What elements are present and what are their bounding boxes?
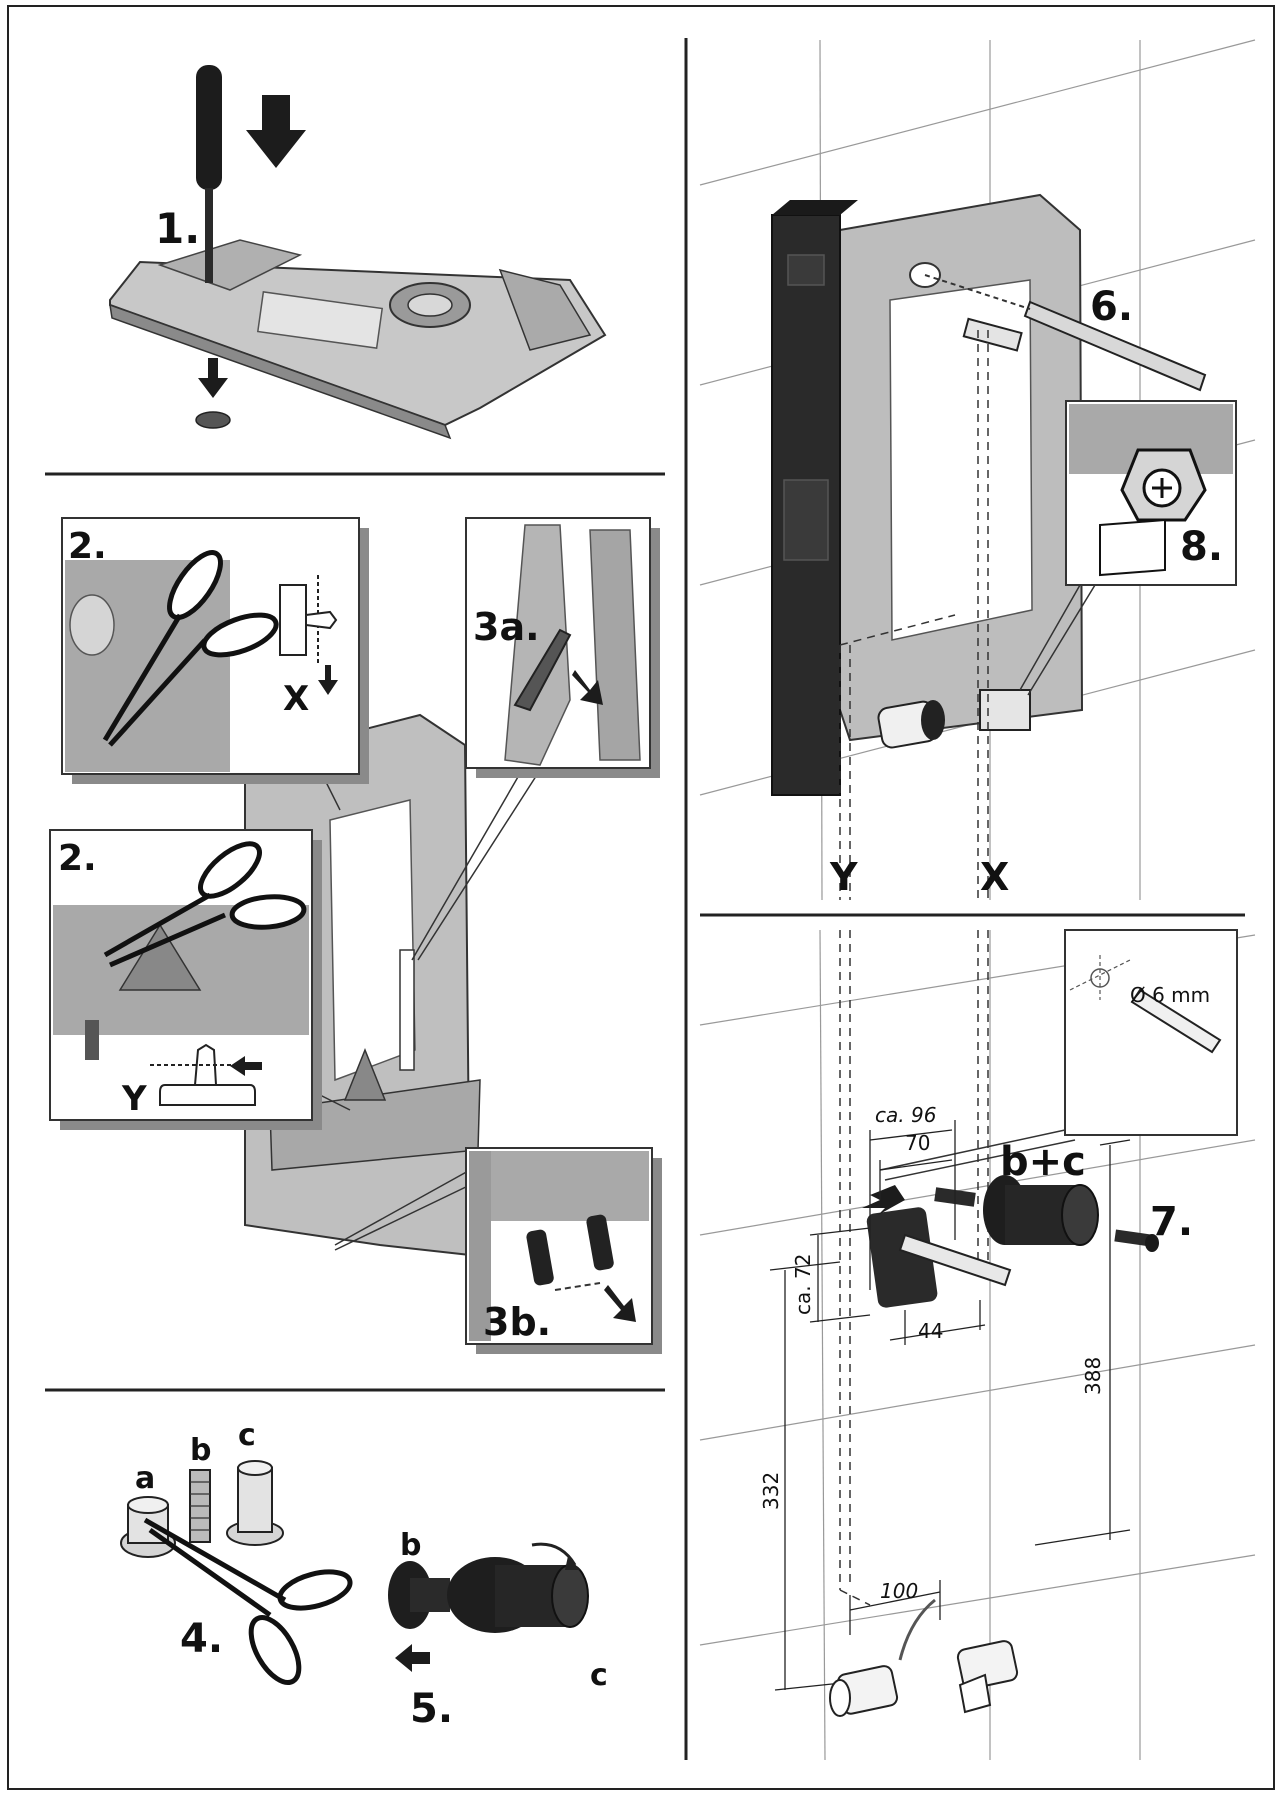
step-5-label: 5. bbox=[410, 1686, 453, 1732]
marker-x-axis: X bbox=[980, 855, 1009, 899]
part-c5-label: c bbox=[590, 1658, 608, 1693]
dim-ca72: ca. 72 bbox=[791, 1254, 815, 1315]
step-3a-label: 3a. bbox=[473, 605, 540, 649]
arrow-down-small bbox=[198, 358, 228, 398]
step-3b-label: 3b. bbox=[483, 1300, 551, 1344]
panel-step-1: 1. bbox=[109, 65, 607, 440]
drill-rod bbox=[1023, 300, 1207, 392]
step-2a-label: 2. bbox=[68, 526, 107, 567]
pins-icon bbox=[526, 1214, 614, 1286]
screwdriver-shaft bbox=[205, 188, 213, 283]
inset-drill bbox=[1064, 929, 1238, 1136]
panel-steps-6-8: 6. 8. Y X bbox=[699, 39, 1256, 901]
page-frame bbox=[7, 5, 1275, 1790]
step-6-label: 6. bbox=[1090, 284, 1133, 330]
part-b-label: b bbox=[190, 1433, 211, 1468]
dim-70: 70 bbox=[905, 1131, 930, 1155]
mounting-plate bbox=[866, 1207, 938, 1308]
part-bc-label: b+c bbox=[1000, 1139, 1086, 1185]
scissors-icon bbox=[102, 550, 279, 747]
panel-steps-4-5: a b c 4. b c 5. bbox=[120, 1418, 608, 1732]
scissors-icon-2 bbox=[103, 841, 307, 968]
valve-right bbox=[956, 1640, 1019, 1714]
plug-cap bbox=[195, 411, 231, 429]
marker-y-detail: Y bbox=[121, 1079, 147, 1119]
marker-x-detail: X bbox=[283, 679, 309, 719]
scissors-icon-3 bbox=[143, 1517, 353, 1685]
valve-left bbox=[829, 1665, 899, 1717]
step-7-label: 7. bbox=[1150, 1199, 1193, 1245]
part-c-label: c bbox=[238, 1418, 256, 1453]
dim-44: 44 bbox=[918, 1319, 943, 1343]
dim-ca96: ca. 96 bbox=[875, 1103, 936, 1127]
panel-steps-2-3: 2. X 3a. 2. Y bbox=[49, 517, 662, 1354]
step-8-label: 8. bbox=[1180, 524, 1223, 570]
dim-388: 388 bbox=[1081, 1357, 1105, 1395]
arrow-down-large bbox=[246, 95, 306, 168]
step-4-label: 4. bbox=[180, 1616, 223, 1662]
dim-100: 100 bbox=[880, 1579, 918, 1603]
marker-y-axis: Y bbox=[829, 855, 858, 899]
step-1-label: 1. bbox=[155, 204, 200, 253]
part-b5-label: b bbox=[400, 1528, 421, 1563]
step-2b-label: 2. bbox=[58, 838, 97, 879]
screwdriver-handle bbox=[196, 65, 222, 190]
panel-step-7: Ø 6 mm bbox=[699, 929, 1256, 1761]
drill-diameter: Ø 6 mm bbox=[1130, 983, 1210, 1007]
dim-332: 332 bbox=[759, 1472, 783, 1510]
part-a-label: a bbox=[135, 1461, 155, 1496]
